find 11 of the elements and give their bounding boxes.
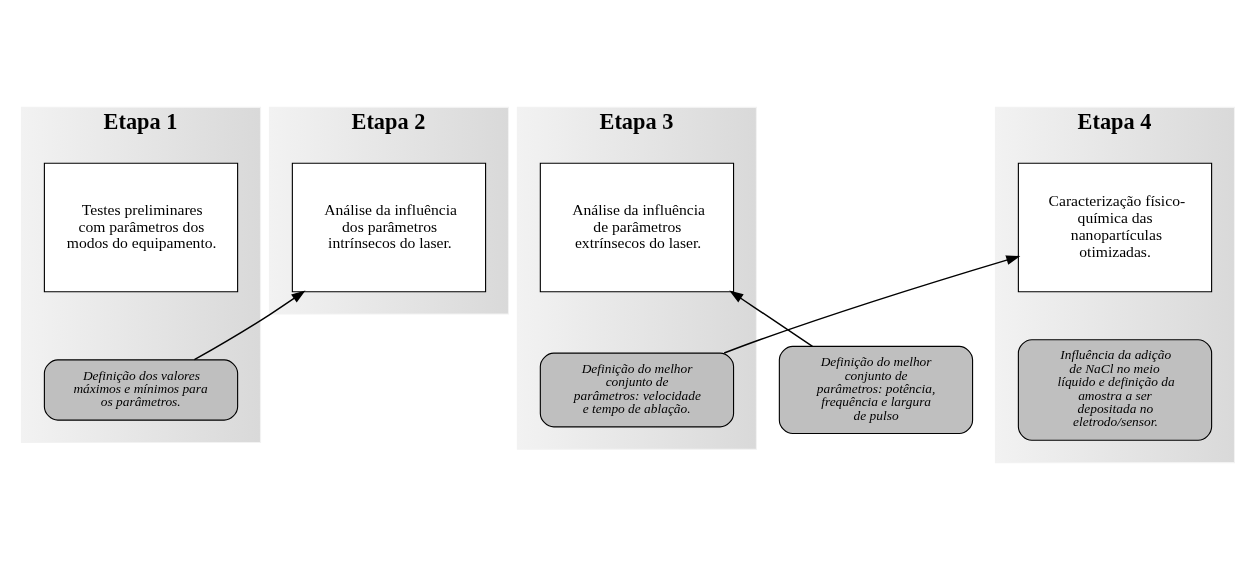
arrow bbox=[729, 290, 814, 347]
arrow bbox=[193, 289, 306, 360]
node-box: Caracterização físico-química das nanopartículas otimizadas. bbox=[1017, 162, 1213, 292]
node-box: Definição do melhor conjunto de parâmetros: potência, frequência e largura de pulso bbox=[778, 345, 974, 434]
node-box: Influência da adição de NaCl no meio líquido e definição da amostra a ser depositada no eletrodo/sensor. bbox=[1017, 338, 1213, 441]
arrow bbox=[723, 254, 1021, 354]
node-box: Definição do melhor conjunto de parâmetros: velocidade e tempo de ablação. bbox=[539, 352, 735, 427]
node-box: Análise da influência dos parâmetros intrínsecos do laser. bbox=[291, 162, 487, 292]
node-box: Análise da influência de parâmetros extrínsecos do laser. bbox=[539, 162, 735, 292]
node-box: Definição dos valores máximos e mínimos para os parâmetros. bbox=[43, 358, 239, 421]
node-box: Testes preliminares com parâmetros dos modos do equipamento. bbox=[43, 162, 239, 292]
